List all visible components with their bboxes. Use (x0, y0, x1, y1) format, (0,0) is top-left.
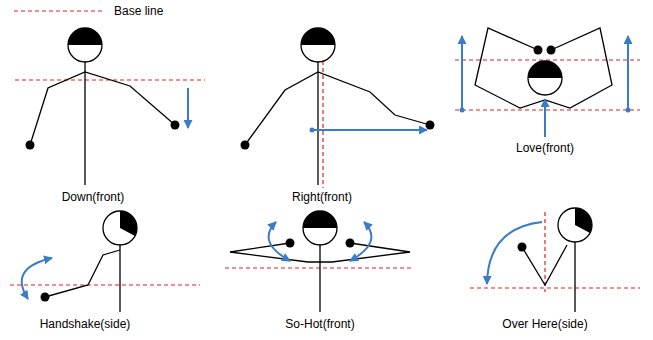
figure-stroke (522, 245, 567, 285)
stick-figure (15, 28, 205, 185)
figure-stroke (528, 61, 562, 95)
gesture-caption: Handshake(side) (40, 317, 131, 331)
figure-stroke (544, 212, 545, 292)
figure-stroke (45, 250, 120, 297)
gesture-caption: Down(front) (62, 190, 125, 204)
figure-stroke (187, 88, 189, 128)
figure-stroke (303, 211, 337, 245)
figure-stroke (470, 287, 640, 288)
stick-figure (225, 211, 412, 312)
figure-stroke (225, 267, 412, 268)
gesture-caption: Right(front) (292, 190, 352, 204)
figure-stroke (317, 62, 318, 185)
figure-stroke (14, 10, 104, 11)
figure-stroke (30, 72, 175, 145)
figure-stroke (518, 243, 527, 252)
figure-stroke (119, 245, 120, 312)
figure-stroke (487, 222, 542, 284)
figure-stroke (475, 28, 612, 108)
figure-stroke (426, 121, 435, 130)
figure-stroke (26, 141, 35, 150)
figure-stroke (286, 239, 295, 248)
figure-stroke (627, 36, 629, 110)
figure-stroke (544, 99, 546, 137)
figure-stroke (230, 243, 410, 262)
figure-stroke (301, 28, 335, 45)
figure-stroke (22, 258, 52, 299)
gesture-caption: So-Hot(front) (285, 317, 354, 331)
figure-stroke (558, 208, 592, 242)
figure-stroke (575, 208, 592, 233)
figure-stroke (346, 239, 355, 248)
figure-stroke (171, 121, 180, 130)
stick-figure (10, 211, 200, 312)
figure-stroke (301, 28, 335, 62)
stick-figure (470, 208, 640, 312)
figure-stroke (455, 109, 640, 110)
figure-stroke (245, 72, 430, 145)
stick-figure (455, 28, 640, 137)
legend-text: Base line (114, 4, 163, 18)
figure-stroke (528, 61, 562, 78)
figure-stroke (574, 242, 575, 312)
figure-stroke (68, 28, 102, 62)
figure-stroke (322, 40, 323, 188)
figure-stroke (241, 141, 250, 150)
gesture-caption: Love(front) (516, 141, 574, 155)
stick-figure (241, 28, 435, 188)
figure-stroke (10, 284, 200, 285)
figure-stroke (461, 36, 463, 110)
figure-stroke (68, 28, 102, 45)
figure-stroke (84, 62, 85, 185)
figure-stroke (269, 222, 290, 261)
figure-stroke (319, 245, 320, 312)
figure-stroke (120, 211, 137, 236)
gesture-caption: Over Here(side) (502, 317, 587, 331)
figure-stroke (103, 211, 137, 245)
figure-stroke (455, 59, 640, 60)
figure-stroke (303, 211, 337, 228)
figure-stroke (350, 222, 371, 261)
figure-stroke (547, 46, 556, 55)
figure-stroke (312, 129, 427, 131)
figure-stroke (534, 46, 543, 55)
figure-stroke (41, 293, 50, 302)
legend-sample (14, 11, 104, 12)
